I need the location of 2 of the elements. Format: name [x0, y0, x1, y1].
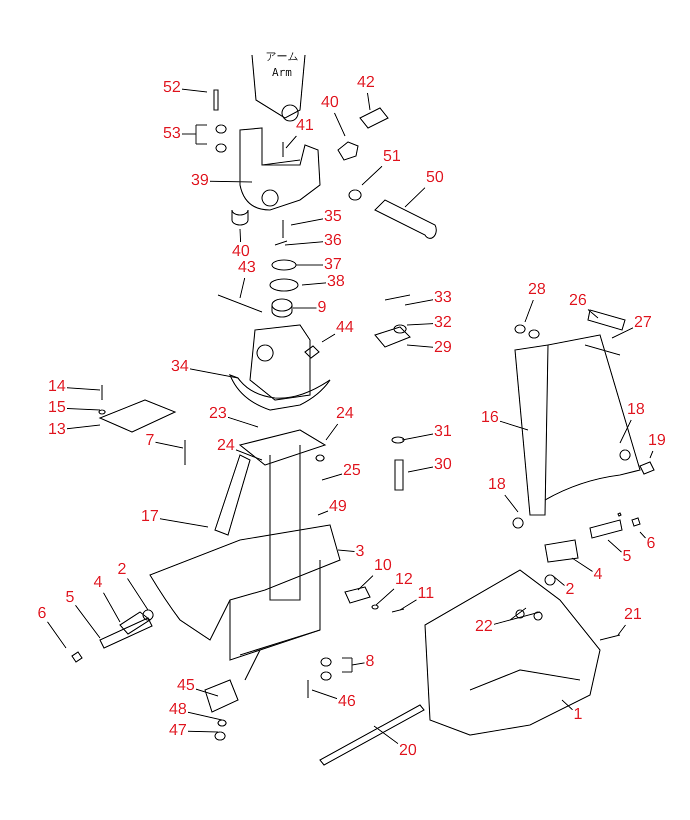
part-label: Arm [272, 66, 292, 78]
part-label: アーム [266, 50, 298, 62]
